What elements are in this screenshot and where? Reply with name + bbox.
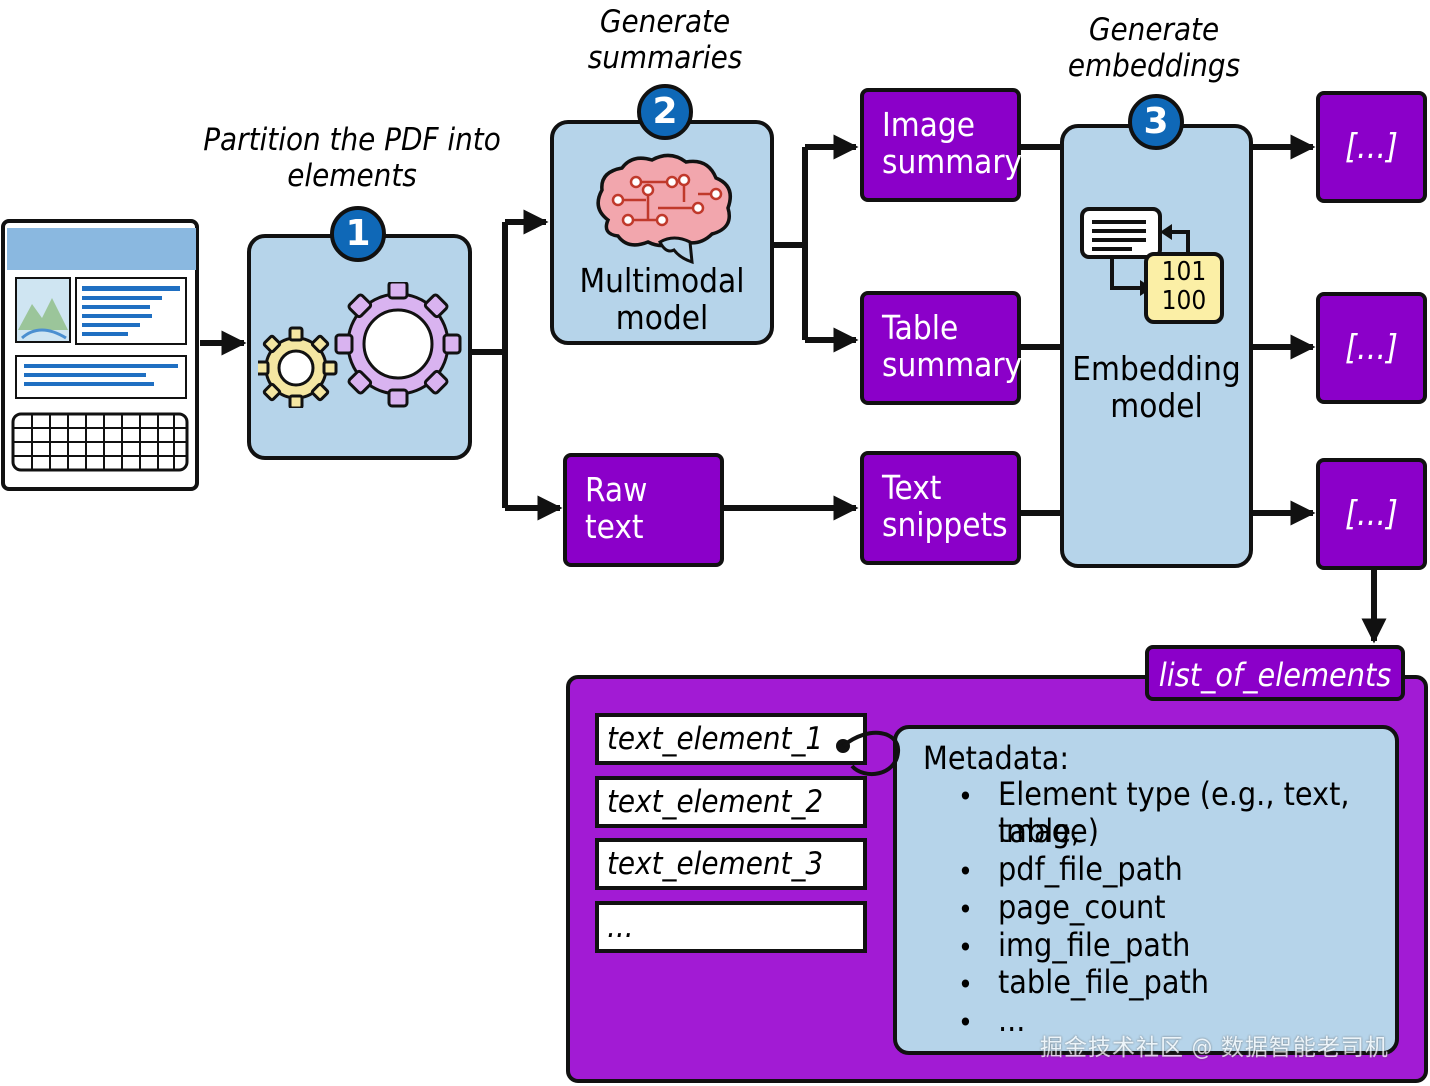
metadata-item-page-count: page_count (998, 888, 1166, 926)
embeddings-caption-line2: embeddings (1067, 48, 1241, 84)
output-box-3: [...] (1316, 458, 1427, 570)
partition-caption-line1: Partition the PDF into (203, 122, 501, 158)
text-snippets-line2: snippets (882, 505, 1008, 544)
multimodal-model-label: Multimodal model (550, 262, 774, 336)
metadata-bullet-6: • (958, 1006, 973, 1039)
metadata-bullet-4: • (958, 931, 973, 964)
table-summary-box: Table summary (860, 291, 1023, 405)
gears-icon (258, 282, 462, 408)
raw-text-line1: Raw (585, 470, 648, 509)
metadata-item-element-type-cont: image) (998, 812, 1099, 850)
raw-text-box: Raw text (563, 453, 724, 567)
embeddings-caption: Generate embeddings (1052, 12, 1256, 84)
text-snippets-box: Text snippets (860, 451, 1021, 565)
summaries-caption-line1: Generate (599, 4, 731, 40)
list-item-text-element-3: text_element_3 (595, 838, 867, 890)
binary-line1: 101 (1161, 257, 1207, 287)
embedding-line1: Embedding (1072, 349, 1241, 388)
embedding-model-label: Embedding model (1060, 350, 1253, 424)
output-box-2: [...] (1316, 292, 1427, 404)
raw-text-line2: text (585, 507, 644, 546)
metadata-title: Metadata: (923, 739, 1070, 777)
text-to-vector-icon (1080, 207, 1224, 324)
table-summary-line2: summary (882, 345, 1023, 384)
image-summary-line2: summary (882, 142, 1023, 181)
list-of-elements-title: list_of_elements (1145, 645, 1405, 701)
multimodal-line2: model (615, 298, 709, 337)
metadata-link-connector (836, 730, 901, 776)
embeddings-caption-line1: Generate (1088, 12, 1220, 48)
multimodal-line1: Multimodal (579, 261, 745, 300)
watermark-text: 掘金技术社区 @ 数据智能老司机 (1040, 1035, 1389, 1061)
metadata-item-table-file-path: table_file_path (998, 963, 1210, 1001)
step-3-badge: 3 (1128, 94, 1184, 150)
step-2-badge: 2 (637, 84, 693, 140)
text-snippets-line1: Text (882, 468, 942, 507)
metadata-bullet-5: • (958, 968, 973, 1001)
summaries-caption-line2: summaries (587, 40, 743, 76)
step-1-badge: 1 (330, 206, 386, 262)
embedding-model-box (1060, 124, 1253, 568)
metadata-item-element-type: Element type (e.g., text, table, (998, 775, 1350, 850)
metadata-item-img-file-path: img_file_path (998, 926, 1191, 964)
summaries-caption: Generate summaries (560, 4, 770, 76)
metadata-bullet-3: • (958, 893, 973, 926)
brain-icon (596, 153, 732, 265)
binary-vector-text: 101 100 (1146, 258, 1222, 316)
metadata-item-ellipsis: ... (998, 1001, 1026, 1039)
pdf-document-icon (1, 219, 199, 491)
partition-caption-line2: elements (287, 158, 417, 194)
partition-caption: Partition the PDF into elements (196, 122, 508, 194)
binary-line2: 100 (1161, 286, 1207, 316)
metadata-bullet-2: • (958, 855, 973, 888)
image-summary-line1: Image (882, 105, 975, 144)
output-box-1: [...] (1316, 91, 1427, 203)
embedding-line2: model (1110, 386, 1203, 425)
metadata-box (893, 725, 1399, 1055)
image-summary-box: Image summary (860, 88, 1023, 202)
list-item-ellipsis: ... (595, 901, 867, 953)
table-summary-line1: Table (882, 308, 959, 347)
list-item-text-element-2: text_element_2 (595, 776, 867, 828)
metadata-bullet-1: • (958, 780, 973, 813)
metadata-item-pdf-file-path: pdf_file_path (998, 850, 1183, 888)
list-item-text-element-1: text_element_1 (595, 713, 867, 765)
